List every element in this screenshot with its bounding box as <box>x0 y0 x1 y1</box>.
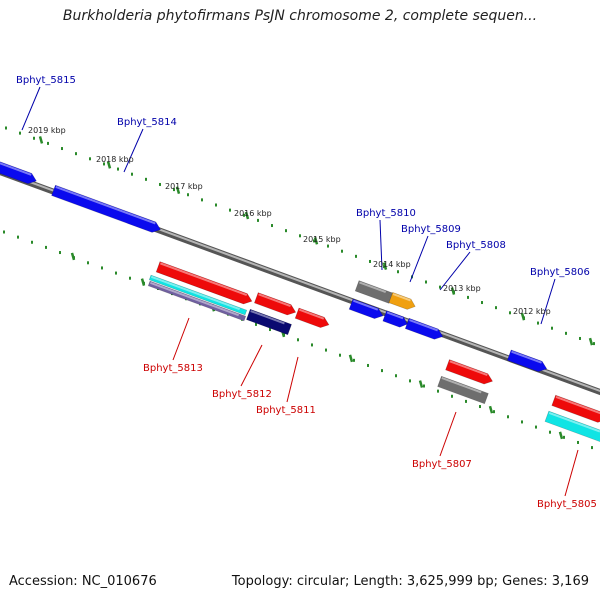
gene-bphyt-5812-red[interactable] <box>254 292 297 318</box>
outer-scale-major-tick <box>382 262 388 270</box>
gene-bphyt-5809[interactable] <box>388 291 417 311</box>
leader-bphyt-5812 <box>240 344 263 387</box>
gene-bphyt-5814[interactable] <box>51 184 163 235</box>
gene-bphyt-5813-cyan[interactable] <box>148 274 248 316</box>
inner-scale-major-tick <box>140 278 146 286</box>
gene-bphyt-5812[interactable] <box>246 308 292 336</box>
outer-scale-major-tick <box>450 287 456 295</box>
gene-bphyt-5811[interactable] <box>294 307 331 330</box>
gene-bphyt-5805-red[interactable] <box>551 394 600 425</box>
scale-ticks <box>3 126 595 450</box>
gene-bphyt-5810-gray[interactable] <box>354 280 394 304</box>
gene-bphyt-5813-purple[interactable] <box>147 280 247 322</box>
outer-scale-major-tick <box>520 312 526 321</box>
gene-bphyt-5805-cyan[interactable] <box>544 410 600 444</box>
inner-scale-major-tick <box>558 431 564 440</box>
gene-label-bphyt-5809[interactable]: Bphyt_5809 <box>401 224 461 235</box>
leader-bphyt-5805 <box>564 449 579 497</box>
kbp-label-2017: 2017 kbp <box>165 182 203 191</box>
gene-label-bphyt-5807[interactable]: Bphyt_5807 <box>412 459 472 470</box>
leader-bphyt-5810 <box>379 219 383 271</box>
gene-label-bphyt-5805[interactable]: Bphyt_5805 <box>537 499 597 510</box>
gene-label-bphyt-5808[interactable]: Bphyt_5808 <box>446 240 506 251</box>
kbp-label-2012: 2012 kbp <box>513 307 551 316</box>
gene-label-bphyt-5815[interactable]: Bphyt_5815 <box>16 75 76 86</box>
leader-bphyt-5811 <box>286 356 299 403</box>
gene-bphyt-5808[interactable] <box>404 317 444 341</box>
leader-bphyt-5809 <box>409 235 429 283</box>
gene-label-bphyt-5814[interactable]: Bphyt_5814 <box>117 117 177 128</box>
gene-label-bphyt-5810[interactable]: Bphyt_5810 <box>356 208 416 219</box>
inner-scale-major-tick <box>348 354 354 363</box>
inner-scale-major-tick <box>70 252 76 261</box>
gene-bphyt-5813-red[interactable] <box>155 261 254 307</box>
label-leaders <box>21 86 579 497</box>
gene-label-bphyt-5812[interactable]: Bphyt_5812 <box>212 389 272 400</box>
kbp-label-2016: 2016 kbp <box>234 209 272 218</box>
gene-bphyt-5807[interactable] <box>437 375 489 405</box>
accession-text: Accession: NC_010676 <box>9 574 157 589</box>
outer-scale-major-tick <box>38 136 44 144</box>
topology-summary: Topology: circular; Length: 3,625,999 bp… <box>231 574 589 589</box>
kbp-label-2015: 2015 kbp <box>303 235 341 244</box>
outer-scale-major-tick <box>244 211 250 220</box>
gene-bphyt-5816[interactable] <box>0 157 38 186</box>
gene-features <box>0 157 600 444</box>
gene-label-bphyt-5811[interactable]: Bphyt_5811 <box>256 405 316 416</box>
kbp-label-2013: 2013 kbp <box>443 284 481 293</box>
outer-scale-major-tick <box>313 236 319 245</box>
inner-scale-major-tick <box>418 380 424 388</box>
leader-bphyt-5814 <box>123 128 144 173</box>
gene-bphyt-5807-red[interactable] <box>445 359 495 387</box>
outer-scale-major-tick <box>106 161 112 169</box>
map-title: Burkholderia phytofirmans PsJN chromosom… <box>62 8 538 24</box>
gene-bphyt-5806[interactable] <box>506 349 548 374</box>
outer-scale-major-tick <box>175 186 181 195</box>
leader-bphyt-5815 <box>21 86 41 131</box>
gene-label-bphyt-5806[interactable]: Bphyt_5806 <box>530 267 590 278</box>
gene-bphyt-5810[interactable] <box>348 298 385 321</box>
inner-scale-major-tick <box>488 405 494 414</box>
leader-bphyt-5806 <box>540 278 556 325</box>
gene-bphyt-5808a[interactable] <box>382 310 409 330</box>
outer-scale-major-tick <box>588 337 594 346</box>
gene-label-bphyt-5813[interactable]: Bphyt_5813 <box>143 363 203 374</box>
leader-bphyt-5813 <box>172 317 190 361</box>
leader-bphyt-5808 <box>439 251 471 291</box>
kbp-label-2019: 2019 kbp <box>28 126 66 135</box>
kbp-label-2018: 2018 kbp <box>96 155 134 164</box>
leader-bphyt-5807 <box>439 411 457 457</box>
kbp-label-2014: 2014 kbp <box>373 260 411 269</box>
